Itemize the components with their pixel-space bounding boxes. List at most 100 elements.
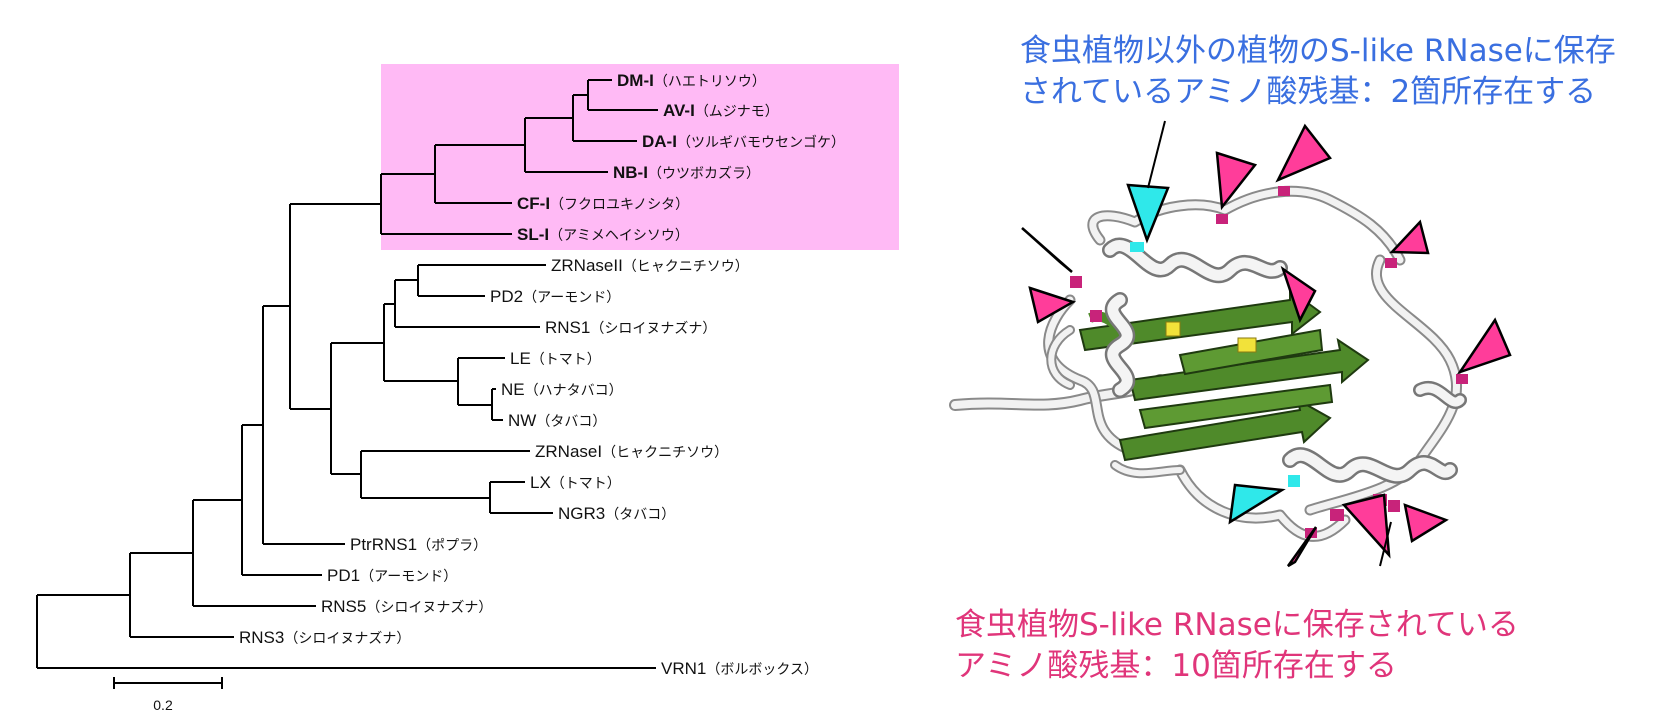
residue-cyan-2: [1288, 475, 1300, 487]
coil-left-loop-inner: [1045, 296, 1134, 454]
leaf-name: LE: [510, 349, 531, 368]
leaf-name: VRN1: [661, 659, 706, 678]
leaf-label-av-i: AV-I（ムジナモ）: [663, 101, 779, 120]
leaf-common-name: （ヒャクニチソウ）: [602, 445, 728, 461]
leaf-name: RNS5: [321, 597, 366, 616]
pink-caption-line1: 食虫植物S-like RNaseに保存されている: [955, 607, 1519, 643]
beta-strand-2: [1128, 337, 1370, 402]
leaf-common-name: （シロイヌナズナ）: [284, 631, 410, 647]
disulfide-yellow-1: [1237, 337, 1257, 353]
tree-branches: [36, 79, 658, 669]
leaf-common-name: （トマト）: [551, 476, 621, 492]
leaf-name: NE: [501, 380, 525, 399]
residue-magenta-3: [1385, 258, 1397, 268]
magenta-arrow-marker-11: [1403, 503, 1449, 544]
leaf-common-name: （アーモンド）: [360, 569, 457, 585]
leaf-label-le: LE（トマト）: [510, 349, 601, 368]
leaf-common-name: （アミメヘイシソウ）: [549, 228, 689, 244]
blue-caption-line1: 食虫植物以外の植物のS-like RNaseに保存: [1020, 33, 1616, 69]
leaf-label-sl-i: SL-I（アミメヘイシソウ）: [517, 225, 689, 244]
protein-beta-sheets: [1078, 288, 1370, 462]
leaf-name: SL-I: [517, 225, 549, 244]
residue-markers: [1021, 123, 1512, 568]
leaf-common-name: （ヒャクニチソウ）: [623, 259, 749, 275]
helix-bottom-right-inner: [1284, 449, 1456, 482]
leaf-common-name: （シロイヌナズナ）: [366, 600, 492, 616]
leaf-label-zrnaseii: ZRNaseII（ヒャクニチソウ）: [551, 256, 749, 275]
leaf-common-name: （タバコ）: [536, 414, 606, 430]
protein-structure: [949, 120, 1512, 568]
helix-top-left-inner: [1104, 240, 1286, 281]
carnivorous-clade-highlight: [381, 64, 899, 250]
magenta-arrow-marker-5: [1021, 227, 1073, 273]
leaf-label-pd1: PD1（アーモンド）: [327, 566, 457, 585]
leaf-name: DM-I: [617, 71, 654, 90]
magenta-arrow-marker-3: [1275, 123, 1332, 183]
scale-bar-label: 0.2: [153, 697, 173, 713]
pink-caption-line2: アミノ酸残基：10箇所存在する: [955, 648, 1397, 684]
coil-top-loop-inner: [1089, 187, 1404, 264]
leaf-common-name: （ボルボックス）: [706, 662, 818, 678]
leaf-label-dm-i: DM-I（ハエトリソウ）: [617, 71, 766, 90]
beta-strand-3: [1118, 398, 1332, 462]
residue-magenta-6: [1456, 374, 1468, 384]
leaf-common-name: （シロイヌナズナ）: [590, 321, 716, 337]
leaf-label-rns1: RNS1（シロイヌナズナ）: [545, 318, 716, 337]
leaf-name: RNS1: [545, 318, 590, 337]
leaf-label-rns3: RNS3（シロイヌナズナ）: [239, 628, 410, 647]
magenta-arrow-marker-4: [1389, 219, 1430, 255]
residue-magenta-9: [1388, 500, 1400, 512]
leaf-label-rns5: RNS5（シロイヌナズナ）: [321, 597, 492, 616]
beta-strand-5: [1138, 383, 1334, 430]
disulfide-yellow-2: [1165, 321, 1181, 337]
protein-coil-loops: [949, 185, 1463, 542]
leaf-name: ZRNaseI: [535, 442, 602, 461]
protein-helices: [1102, 237, 1467, 484]
leaf-label-ngr3: NGR3（タバコ）: [558, 504, 675, 523]
scale-bar: 0.2: [113, 677, 223, 713]
leaf-label-nb-i: NB-I（ウツボカズラ）: [613, 163, 760, 182]
magenta-arrow-marker-6: [1028, 286, 1077, 324]
magenta-arrow-marker-8: [1280, 265, 1317, 324]
leaf-common-name: （フクロユキノシタ）: [550, 197, 689, 213]
leaf-common-name: （ツルギバモウセンゴケ）: [677, 134, 845, 151]
leaf-name: AV-I: [663, 101, 695, 120]
leaf-label-pd2: PD2（アーモンド）: [490, 287, 620, 306]
phylogenetic-tree: DM-I（ハエトリソウ） AV-I（ムジナモ） DA-I（ツルギバモウセンゴケ） NB…: [36, 64, 899, 713]
blue-caption: 食虫植物以外の植物のS-like RNaseに保存 されているアミノ酸残基：2箇…: [1020, 33, 1616, 110]
leaf-common-name: （ハナタバコ）: [525, 383, 623, 399]
leaf-name: ZRNaseII: [551, 256, 623, 275]
coil-bottom-loop-inner: [1176, 466, 1349, 540]
leaf-common-name: （タバコ）: [605, 507, 675, 523]
leaf-name: NB-I: [613, 163, 648, 182]
leaf-name: PD2: [490, 287, 523, 306]
leaf-name: CF-I: [517, 194, 550, 213]
coil-left-small-inner: [1048, 327, 1073, 388]
residue-magenta-4: [1070, 276, 1082, 288]
leaf-name: PtrRNS1: [350, 535, 417, 554]
helix-right-small-inner: [1415, 383, 1465, 407]
coil-lower-left-inner: [1112, 462, 1183, 477]
blue-caption-line2: されているアミノ酸残基：2箇所存在する: [1020, 74, 1596, 110]
magenta-arrow-marker-2: [1215, 151, 1258, 211]
leaf-name: NW: [508, 411, 536, 430]
leaf-label-da-i: DA-I（ツルギバモウセンゴケ）: [642, 132, 845, 151]
residue-magenta-2: [1278, 186, 1290, 196]
leaf-common-name: （ウツボカズラ）: [648, 166, 760, 182]
magenta-arrow-marker-9: [1286, 526, 1318, 568]
leaf-name: LX: [530, 473, 551, 492]
blue-caption-pointer: [1147, 120, 1166, 189]
cyan-arrow-marker-1: [1228, 483, 1286, 525]
leaf-common-name: （アーモンド）: [523, 290, 620, 306]
leaf-name: RNS3: [239, 628, 284, 647]
leaf-label-vrn1: VRN1（ボルボックス）: [661, 659, 818, 678]
residue-magenta-7: [1330, 509, 1344, 521]
pink-caption: 食虫植物S-like RNaseに保存されている アミノ酸残基：10箇所存在する: [955, 607, 1519, 684]
residue-magenta-1: [1216, 214, 1228, 224]
leaf-common-name: （ハエトリソウ）: [654, 74, 766, 90]
residue-magenta-5: [1090, 310, 1102, 322]
residue-cyan-1: [1130, 242, 1144, 252]
magenta-arrow-marker-10: [1341, 493, 1391, 559]
leaf-name: NGR3: [558, 504, 605, 523]
